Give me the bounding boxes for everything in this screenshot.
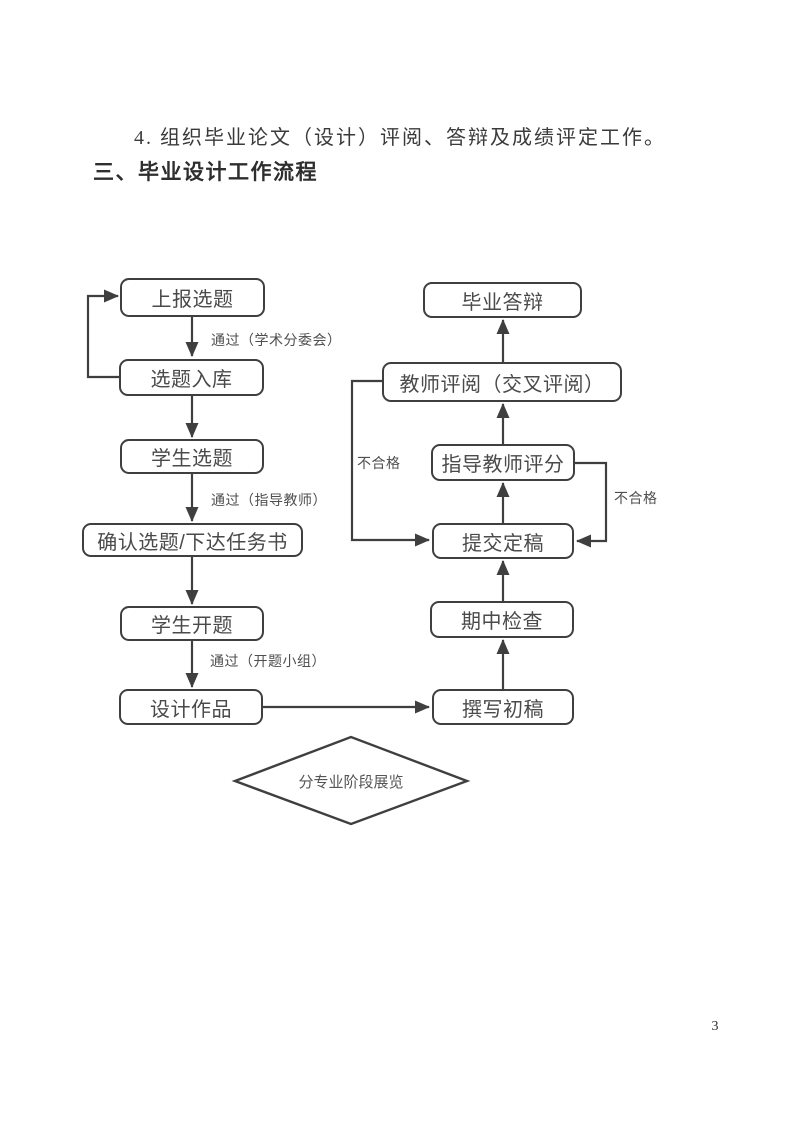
flow-node-confirm-topic-task: 确认选题/下达任务书 bbox=[82, 523, 303, 557]
decision-diamond-label: 分专业阶段展览 bbox=[298, 774, 404, 791]
page-number: 3 bbox=[711, 1019, 719, 1034]
flow-node-graduation-defense: 毕业答辩 bbox=[423, 282, 582, 318]
edge-label-pass-proposal-group: 通过（开题小组） bbox=[210, 653, 326, 669]
flow-node-report-topic: 上报选题 bbox=[120, 278, 265, 317]
edge-label-fail-left: 不合格 bbox=[357, 455, 401, 471]
flow-node-advisor-scoring: 指导教师评分 bbox=[431, 444, 575, 481]
body-paragraph: 4. 组织毕业论文（设计）评阅、答辩及成绩评定工作。 bbox=[134, 127, 666, 149]
flow-node-midterm-check: 期中检查 bbox=[430, 601, 574, 638]
section-heading: 三、毕业设计工作流程 bbox=[93, 161, 318, 184]
flow-node-student-select-topic: 学生选题 bbox=[120, 439, 264, 474]
flow-node-topic-into-database: 选题入库 bbox=[119, 359, 264, 396]
flow-node-design-work: 设计作品 bbox=[119, 689, 263, 725]
edge-label-fail-right: 不合格 bbox=[614, 490, 658, 506]
edge-label-pass-academic-subcommittee: 通过（学术分委会） bbox=[211, 332, 342, 348]
edge-label-pass-advisor: 通过（指导教师） bbox=[211, 492, 327, 508]
edge-review-fail-to-submit bbox=[350, 379, 430, 547]
flow-node-student-proposal: 学生开题 bbox=[120, 606, 264, 641]
decision-diamond bbox=[231, 735, 471, 826]
flow-node-submit-final-draft: 提交定稿 bbox=[432, 523, 574, 559]
flow-node-write-first-draft: 撰写初稿 bbox=[432, 689, 574, 725]
flow-node-teacher-cross-review: 教师评阅（交叉评阅） bbox=[382, 362, 622, 402]
edge-advisor-fail-to-submit bbox=[575, 461, 608, 548]
edge-database-back-to-report bbox=[86, 289, 119, 379]
